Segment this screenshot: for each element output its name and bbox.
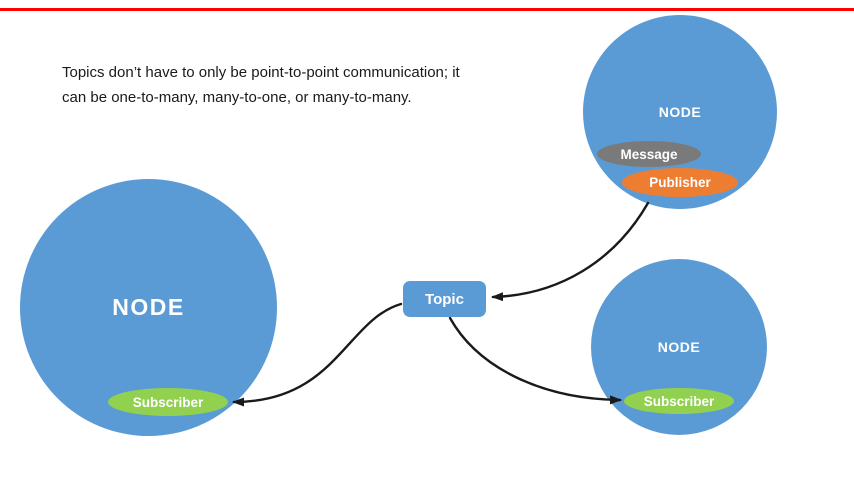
publisher-pill-label: Publisher: [649, 175, 711, 190]
topic-label: Topic: [425, 290, 464, 308]
node-label-left: NODE: [112, 294, 185, 320]
subscriber-pill-bottom-right-label: Subscriber: [643, 393, 715, 409]
caption-text: Topics don’t have to only be point-to-po…: [62, 60, 460, 110]
topic-box: Topic: [403, 281, 486, 317]
message-pill: Message: [597, 141, 701, 167]
message-pill-label: Message: [620, 146, 678, 162]
node-label-top-right: NODE: [658, 104, 702, 120]
subscriber-pill-bottom-right: Subscriber: [624, 388, 734, 414]
caption-line-2: can be one-to-many, many-to-one, or many…: [62, 89, 412, 106]
publisher-pill: Publisher: [622, 168, 738, 197]
caption-line-1: Topics don’t have to only be point-to-po…: [62, 64, 460, 81]
node-label-bottom-right: NODE: [657, 339, 701, 355]
subscriber-pill-left: Subscriber: [108, 388, 228, 416]
subscriber-pill-left-label: Subscriber: [132, 394, 204, 410]
red-accent-bar: [0, 8, 854, 11]
